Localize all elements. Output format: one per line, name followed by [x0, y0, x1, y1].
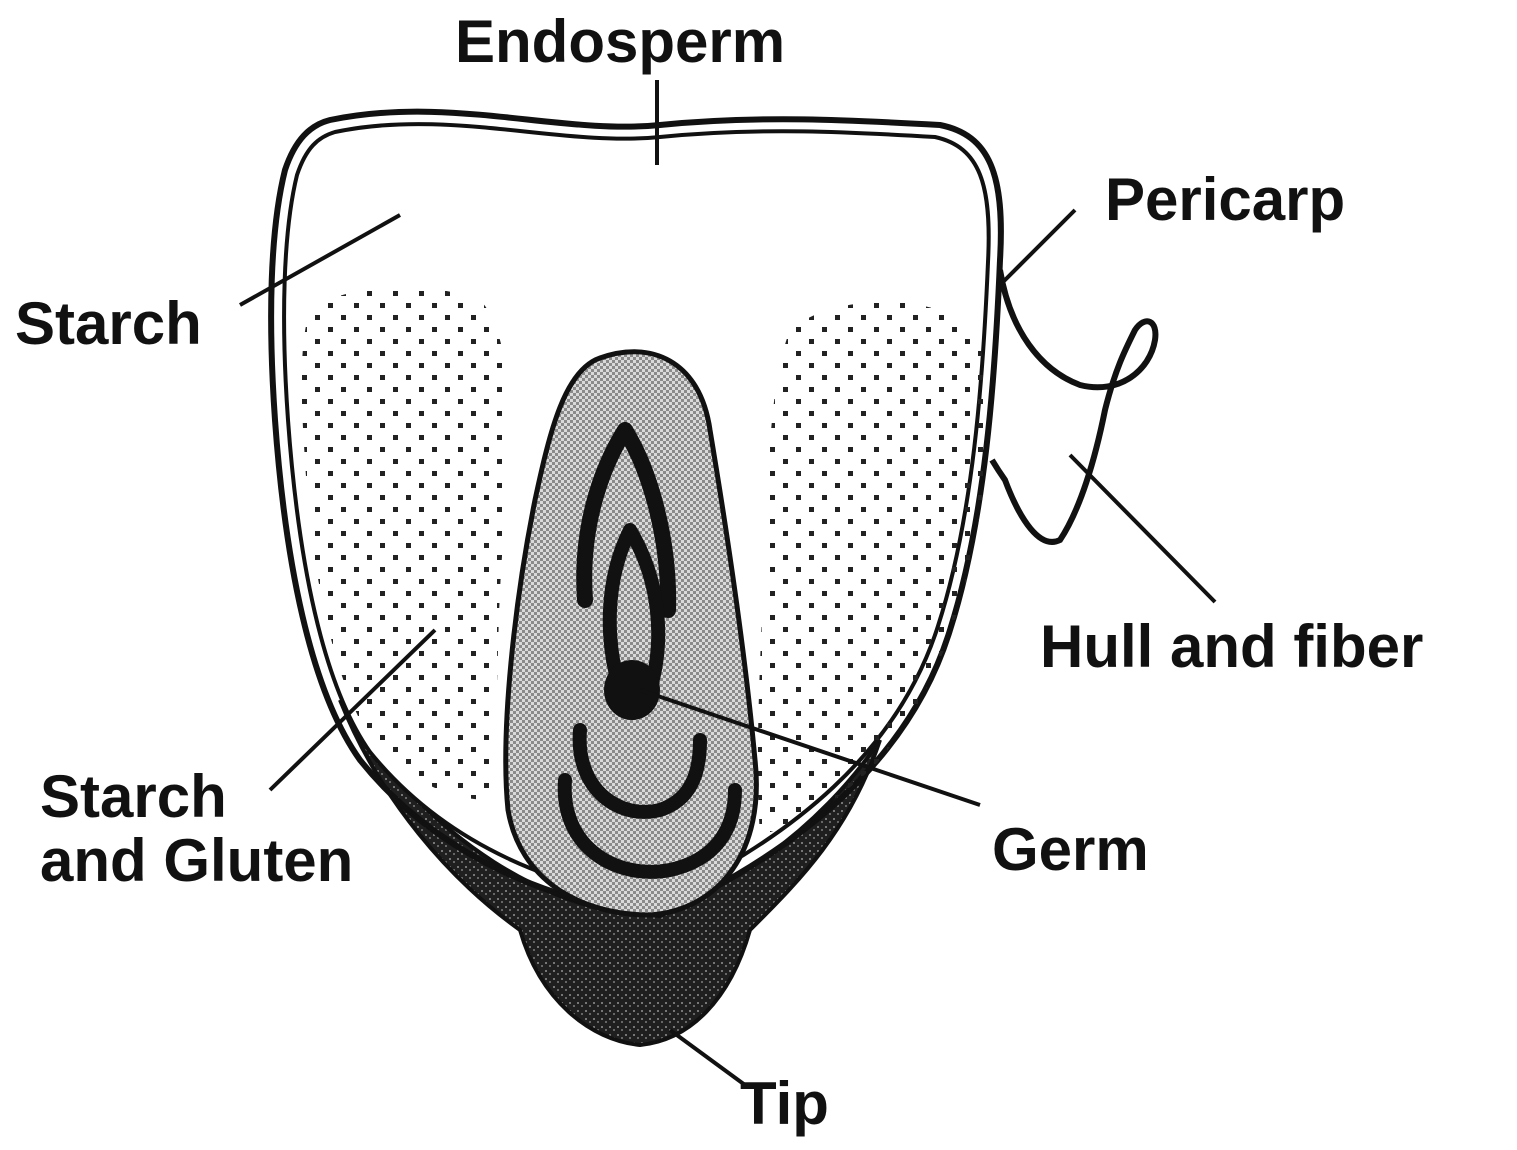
starch-and-gluten-line1: Starch — [40, 765, 353, 829]
endosperm-label: Endosperm — [455, 10, 785, 74]
hull-leader — [1070, 455, 1215, 602]
starch-label: Starch — [15, 292, 202, 356]
hull-flap — [992, 270, 1155, 542]
starch-and-gluten-label: Starch and Gluten — [40, 765, 353, 893]
tip-label: Tip — [740, 1072, 829, 1136]
germ-label: Germ — [992, 818, 1149, 882]
pericarp-label: Pericarp — [1105, 168, 1345, 232]
pericarp-leader — [1000, 210, 1075, 285]
starch-gluten-left — [302, 288, 510, 800]
hull-and-fiber-label: Hull and fiber — [1040, 615, 1423, 679]
starch-and-gluten-line2: and Gluten — [40, 829, 353, 893]
germ-core — [604, 660, 660, 720]
starch-gluten-right — [758, 302, 988, 835]
tip-leader — [670, 1030, 745, 1085]
